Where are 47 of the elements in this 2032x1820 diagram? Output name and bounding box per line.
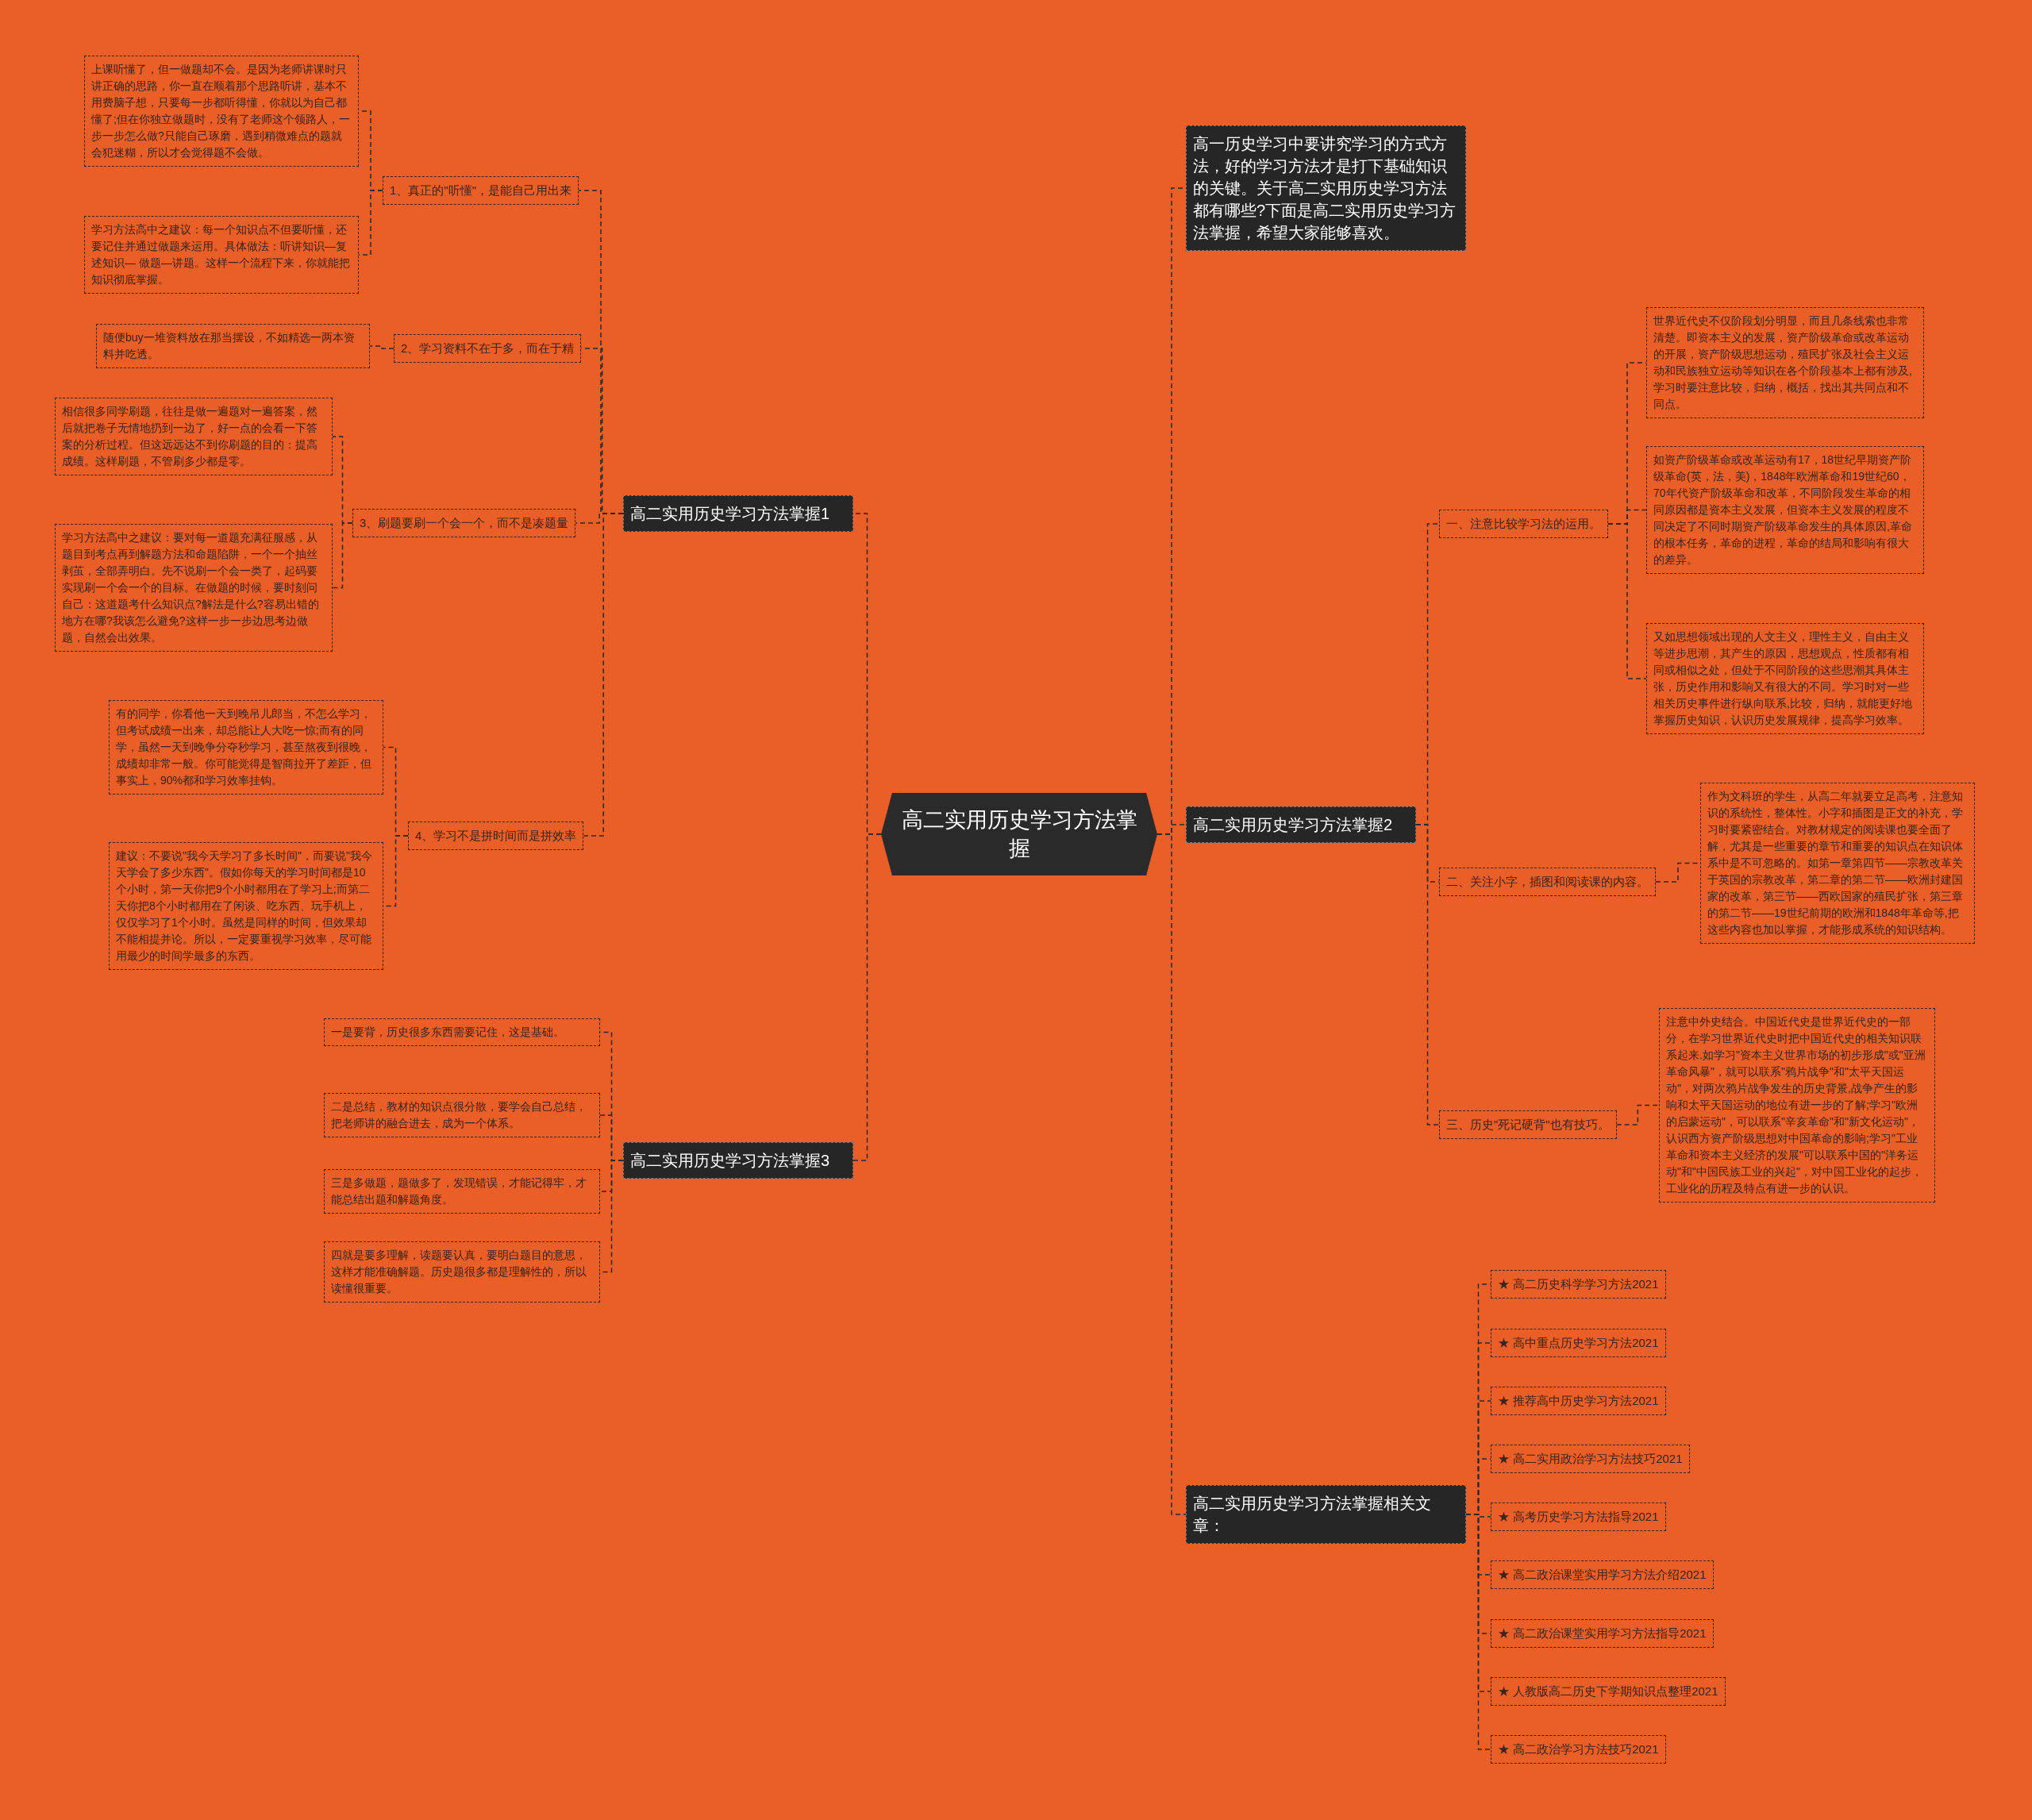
connector-line — [1615, 1104, 1660, 1125]
subtopic-box: ★ 高二政治学习方法技巧2021 — [1491, 1735, 1666, 1764]
branch-topic: 高二实用历史学习方法掌握1 — [623, 495, 853, 532]
note-box: 学习方法高中之建议：要对每一道题充满征服感，从题目到考点再到解题方法和命题陷阱，一个一个抽丝剥茧，全部弄明白。先不说刷一个会一类了，起码要实现刷一个会一个的目标。在做题的时候，要时刻问自己：这道题考什么知识点?解法是什么?容易出错的地方在哪?我该怎么避免?这样一步一步边思考边做题，自然会出效果。 — [55, 524, 333, 652]
central-topic: 高二实用历史学习方法掌握 — [881, 793, 1157, 875]
subtopic-box: 一、注意比较学习法的运用。 — [1439, 510, 1608, 538]
note-box: 建议：不要说"我今天学习了多长时间"，而要说"我今天学会了多少东西"。假如你每天的学习时间都是10个小时，第一天你把9个小时都用在了学习上;而第二天你把8个小时都用在了闲谈、吃东西、玩手机上，仅仅学习了1个小时。虽然是同样的时间，但效果却不能相提并论。所以，一定要重视学习效率，尽可能用最少的时间学最多的东西。 — [109, 842, 383, 970]
connector-line — [1607, 523, 1647, 679]
subtopic-box: ★ 高二政治课堂实用学习方法指导2021 — [1491, 1619, 1714, 1648]
note-box: 作为文科班的学生，从高二年就要立足高考，注意知识的系统性，整体性。小字和插图是正文的补充，学习时要紧密结合。对教材规定的阅读课也要全面了解，尤其是一些重要的章节和重要的知识点在知识体系中是不可忽略的。如第一章第四节——宗教改革关于英国的宗教改革，第二章的第二节——欧洲封建国家的改革，第三节——西欧国家的殖民扩张，第三章的第二节——19世纪前期的欧洲和1848年革命等,把这些内容也加以掌握，才能形成系统的知识结构。 — [1700, 783, 1975, 944]
note-box: 有的同学，你看他一天到晚吊儿郎当，不怎么学习，但考试成绩一出来，却总能让人大吃一惊;而有的同学，虽然一天到晚争分夺秒学习，甚至熬夜到很晚，成绩却非常一般。你可能觉得是智商拉开了差距，但事实上，90%都和学习效率挂钩。 — [109, 700, 383, 795]
branch-topic: 高二实用历史学习方法掌握3 — [623, 1142, 853, 1179]
connector-line — [1415, 824, 1440, 1125]
subtopic-box: ★ 高二政治课堂实用学习方法介绍2021 — [1491, 1560, 1714, 1589]
connector-line — [852, 833, 882, 1161]
note-box: 三是多做题，题做多了，发现错误，才能记得牢，才能总结出题和解题角度。 — [324, 1169, 600, 1214]
subtopic-box: 3、刷题要刷一个会一个，而不是凑题量 — [352, 509, 576, 537]
subtopic-box: 2、学习资料不在于多，而在于精 — [394, 334, 582, 363]
note-box: 学习方法高中之建议：每一个知识点不但要听懂，还要记住并通过做题来运用。具体做法：听讲知识—复述知识— 做题—讲题。这样一个流程下来，你就能把知识彻底掌握。 — [84, 216, 359, 294]
subtopic-box: ★ 高二实用政治学习方法技巧2021 — [1491, 1445, 1690, 1473]
subtopic-box: 二、关注小字，插图和阅读课的内容。 — [1439, 868, 1656, 896]
intro-box: 高一历史学习中要讲究学习的方式方法，好的学习方法才是打下基础知识的关键。关于高二实用历史学习方法都有哪些?下面是高二实用历史学习方法掌握，希望大家能够喜欢。 — [1186, 125, 1466, 251]
connector-line — [369, 345, 394, 349]
subtopic-box: ★ 高二历史科学学习方法2021 — [1491, 1270, 1666, 1299]
note-box: 上课听懂了，但一做题却不会。是因为老师讲课时只讲正确的思路，你一直在顺着那个思路听讲，基本不用费脑子想，只要每一步都听得懂，你就以为自己都懂了;但在你独立做题时，没有了老师这个领路人，一步一步怎么做?只能自己琢磨，遇到稍微难点的题就会犯迷糊，所以才会觉得题不会做。 — [84, 56, 359, 167]
note-box: 世界近代史不仅阶段划分明显，而且几条线索也非常清楚。即资本主义的发展，资产阶级革命或改革运动的开展，资产阶级思想运动，殖民扩张及社会主义运动和民族独立运动等知识在各个阶段基本上都有涉及,学习时要注意比较，归纳，概括，找出其共同点和不同点。 — [1646, 307, 1924, 418]
note-box: 一是要背，历史很多东西需要记住，这是基础。 — [324, 1018, 600, 1046]
connector-line — [332, 522, 353, 589]
note-box: 二是总结，教材的知识点很分散，要学会自己总结，把老师讲的融合进去，成为一个体系。 — [324, 1093, 600, 1137]
connector-line — [358, 190, 383, 256]
note-box: 四就是要多理解，读题要认真，要明白题目的意思，这样才能准确解题。历史题很多都是理解性的，所以读懂很重要。 — [324, 1241, 600, 1302]
note-box: 如资产阶级革命或改革运动有17，18世纪早期资产阶级革命(英，法，美)，1848年欧洲革命和19世纪60，70年代资产阶级革命和改革，不同阶段发生革命的相同原因都是资本主义发展，但资本主义发展的程度不同决定了不同时期资产阶级革命发生的具体原因,革命的根本任务，革命的进程，革命的结局和影响有很大的差异。 — [1646, 446, 1924, 574]
connector-line — [1156, 833, 1187, 1515]
subtopic-box: ★ 推荐高中历史学习方法2021 — [1491, 1387, 1666, 1415]
note-box: 注意中外史结合。中国近代史是世界近代史的一部分，在学习世界近代史时把中国近代史的相关知识联系起来.如学习"资本主义世界市场的初步形成"或"亚洲革命风暴"，就可以联系"鸦片战争"和"太平天国运动"，对两次鸦片战争发生的历史背景,战争产生的影响和太平天国运动的地位有进一步的了解;学习"欧洲的启蒙运动"，可以联系"辛亥革命"和"新文化运动"，认识西方资产阶级思想对中国革命的影响;学习"工业革命和资本主义经济的发展"可以联系中国的"洋务运动"和"中国民族工业的兴起"，对中国工业化的起步，工业化的历程及特点有进一步的认识。 — [1659, 1008, 1935, 1202]
subtopic-box: 4、学习不是拼时间而是拼效率 — [408, 822, 584, 850]
subtopic-box: ★ 高中重点历史学习方法2021 — [1491, 1329, 1666, 1357]
note-box: 随便buy一堆资料放在那当摆设，不如精选一两本资料并吃透。 — [96, 324, 370, 368]
subtopic-box: 三、历史"死记硬背"也有技巧。 — [1439, 1110, 1617, 1139]
connector-line — [1465, 1514, 1491, 1750]
subtopic-box: ★ 高考历史学习方法指导2021 — [1491, 1503, 1666, 1531]
note-box: 又如思想领域出现的人文主义，理性主义，自由主义等进步思潮，其产生的原因，思想观点，性质都有相同或相似之处，但处于不同阶段的这些思潮其具体主张，历史作用和影响又有很大的不同。学习时对一些相关历史事件进行纵向联系,比较，归纳，就能更好地掌握历史知识，认识历史发展规律，提高学习效率。 — [1646, 623, 1924, 734]
branch-topic: 高二实用历史学习方法掌握2 — [1186, 806, 1416, 843]
subtopic-box: ★ 人教版高二历史下学期知识点整理2021 — [1491, 1677, 1726, 1706]
branch-topic: 高二实用历史学习方法掌握相关文章： — [1186, 1485, 1466, 1544]
subtopic-box: 1、真正的"听懂"，是能自己用出来 — [383, 176, 579, 205]
note-box: 相信很多同学刷题，往往是做一遍题对一遍答案，然后就把卷子无情地扔到一边了，好一点的会看一下答案的分析过程。但这远远达不到你刷题的目的：提高成绩。这样刷题，不管刷多少都是零。 — [55, 398, 333, 475]
